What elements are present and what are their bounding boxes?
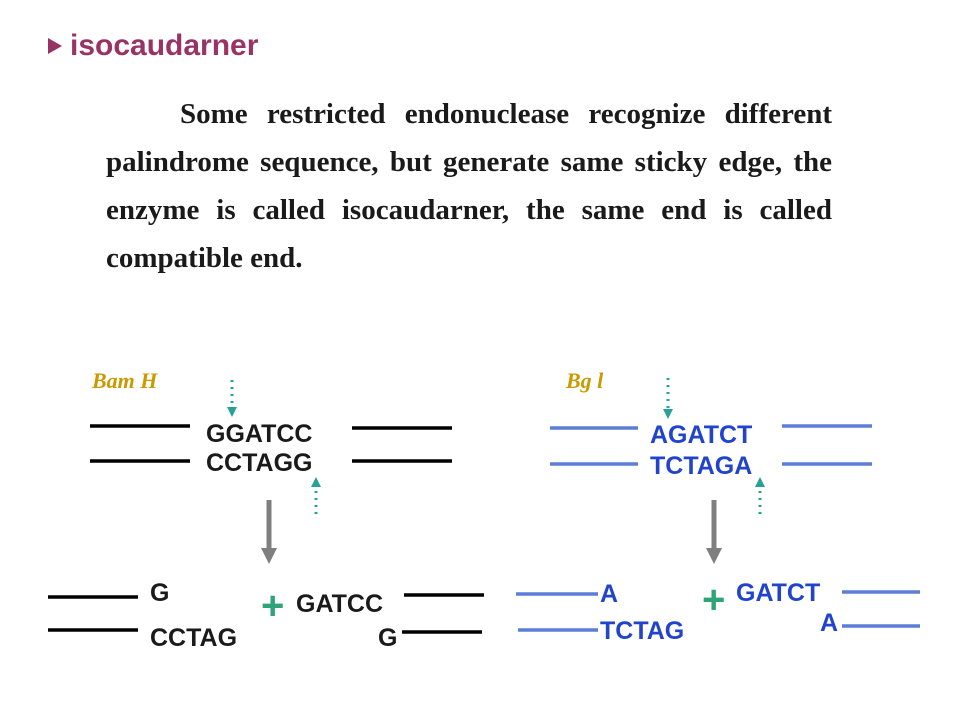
bglii-top-sequence: AGATCT: [650, 421, 752, 449]
bamhi-product-left-bottom-sequence: CCTAG: [150, 624, 237, 652]
bamhi-bottom-sequence: CCTAGG: [206, 449, 312, 477]
bglii-product-right-bottom-sequence: A: [820, 609, 838, 637]
definition-paragraph: Some restricted endonuclease recognize d…: [106, 98, 832, 274]
bglii-product-left-top-sequence: A: [600, 580, 618, 608]
bamhi-enzyme-label: Bam H: [91, 368, 158, 393]
bamhi-plus-sign: +: [261, 584, 284, 628]
bamhi-top-sequence: GGATCC: [206, 420, 312, 448]
bglii-bottom-sequence: TCTAGA: [650, 452, 752, 480]
bglii-plus-sign: +: [702, 578, 725, 622]
bglii-product-right-top-sequence: GATCT: [736, 579, 820, 607]
bamhi-product-right-bottom-sequence: G: [378, 624, 397, 652]
bglii-product-left-bottom-sequence: TCTAG: [600, 617, 684, 645]
arrow-bullet-icon: [48, 38, 62, 54]
slide-heading: isocaudarner: [48, 26, 258, 66]
bamhi-product-left-top-sequence: G: [150, 579, 169, 607]
slide-title: isocaudarner: [70, 29, 259, 62]
bamhi-product-right-top-sequence: GATCC: [296, 590, 383, 618]
bglii-enzyme-label: Bg l: [565, 368, 604, 393]
